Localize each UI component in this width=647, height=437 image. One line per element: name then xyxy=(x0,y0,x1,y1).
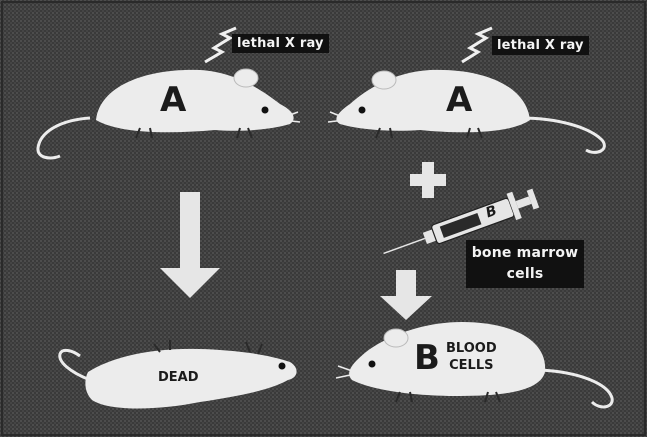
bone-marrow-line1: bone marrow xyxy=(466,243,584,264)
bone-marrow-label: bone marrow cells xyxy=(466,240,584,288)
blood-cells-label: BLOOD CELLS xyxy=(446,340,497,374)
cells-label: CELLS xyxy=(446,357,497,374)
blood-label: BLOOD xyxy=(446,340,497,357)
xray-label-right: lethal X ray xyxy=(492,36,589,55)
bone-marrow-line2: cells xyxy=(466,264,584,285)
mouse-a-left-label: A xyxy=(160,80,186,120)
mouse-b-label: B xyxy=(414,338,440,378)
mouse-a-right-label: A xyxy=(446,80,472,120)
xray-label-left: lethal X ray xyxy=(232,34,329,53)
dead-label: DEAD xyxy=(158,370,199,385)
